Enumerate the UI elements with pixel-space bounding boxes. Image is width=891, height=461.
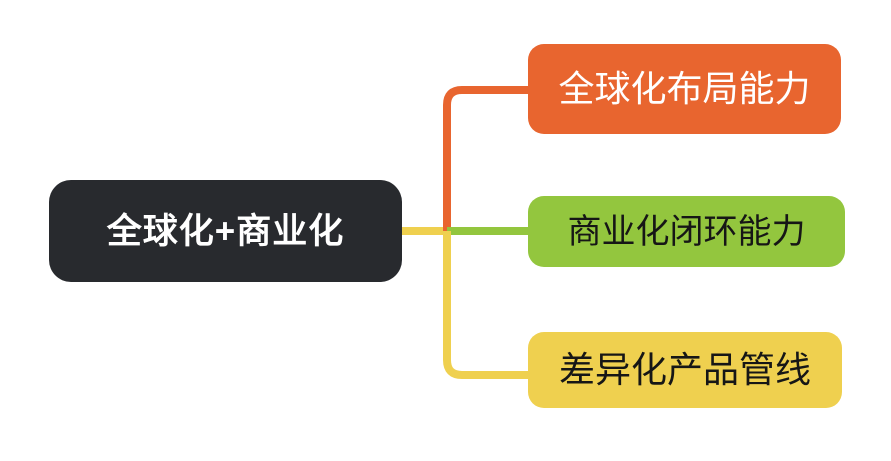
branch-node-product-pipeline-label: 差异化产品管线	[558, 349, 811, 390]
branch-node-commercialization[interactable]: 商业化闭环能力	[528, 196, 845, 267]
connector-branch-product-pipeline	[443, 231, 532, 379]
root-node-label: 全球化+商业化	[106, 211, 345, 251]
branch-node-commercialization-label: 商业化闭环能力	[567, 212, 806, 251]
connector-branch-globalization	[443, 86, 532, 231]
branch-node-globalization-label: 全球化布局能力	[558, 68, 811, 109]
branch-node-globalization[interactable]: 全球化布局能力	[528, 44, 841, 134]
branch-node-product-pipeline[interactable]: 差异化产品管线	[528, 332, 842, 408]
root-node[interactable]: 全球化+商业化	[49, 180, 402, 282]
